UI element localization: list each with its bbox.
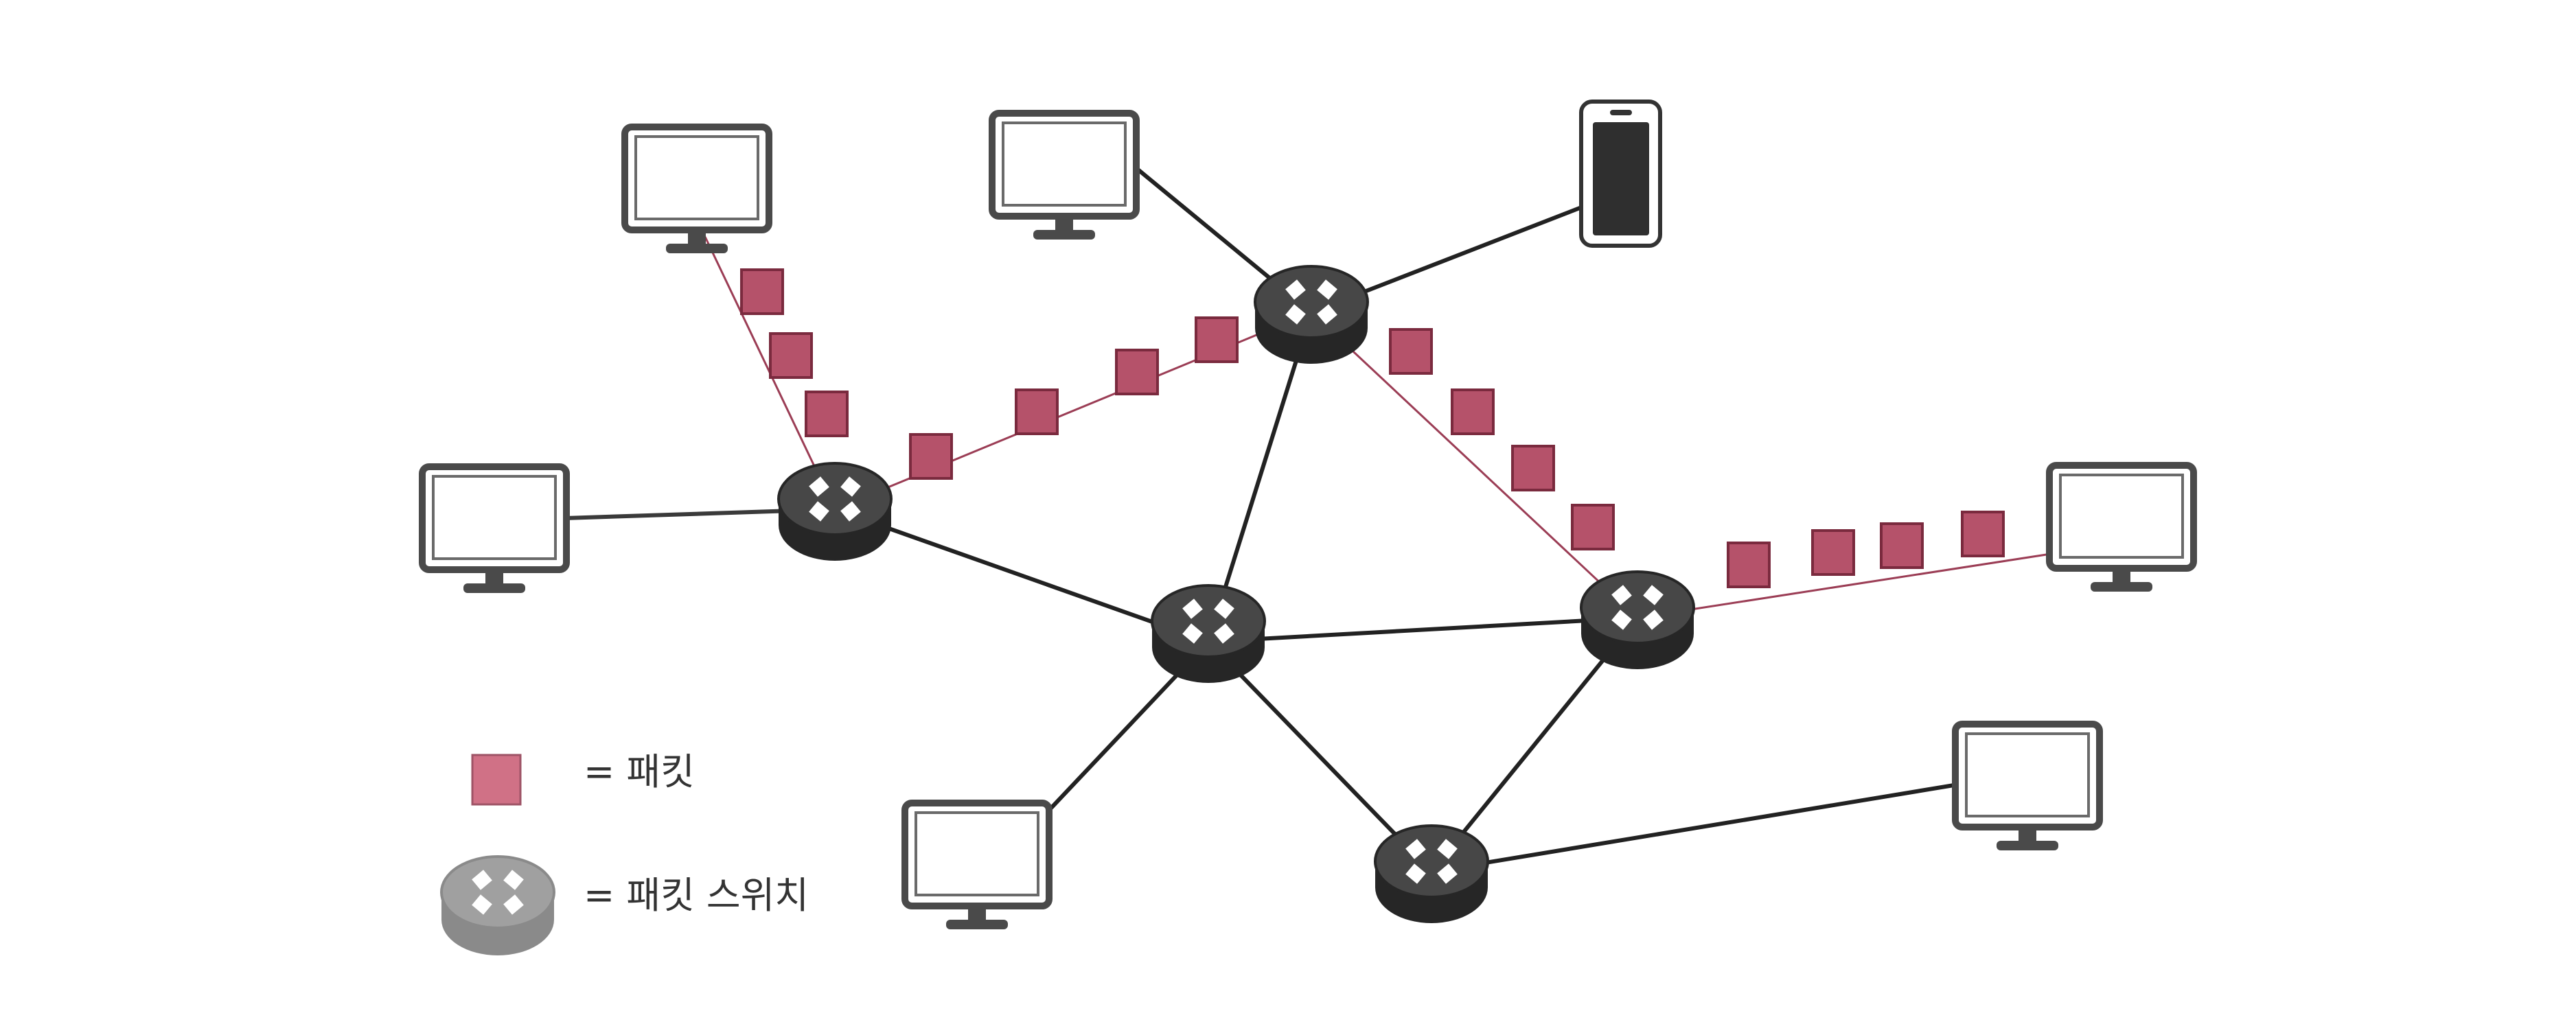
- phone-1: [1579, 100, 1662, 248]
- packet-icon: [1195, 316, 1239, 363]
- link: [833, 507, 1210, 644]
- packets: [740, 268, 2005, 588]
- legend-packet-icon: [471, 754, 522, 806]
- switch-e: [1374, 824, 1489, 925]
- packet-switch-icon: [1151, 584, 1266, 684]
- packet-icon: [769, 332, 813, 379]
- packet-icon: [1727, 542, 1771, 588]
- packet-switch-icon: [1374, 824, 1489, 925]
- packet-icon: [1115, 349, 1159, 395]
- packet-icon: [1880, 522, 1924, 569]
- packet-icon: [1961, 511, 2005, 557]
- monitor-6: [905, 803, 1049, 929]
- packet-icon: [1451, 388, 1495, 435]
- packet-icon: [1571, 504, 1615, 550]
- packet-icon: [740, 268, 784, 315]
- monitor-icon: [1955, 724, 2100, 850]
- monitor-icon: [905, 803, 1049, 929]
- packet-switch-icon: [1580, 570, 1695, 671]
- legend-packet-label: = 패킷: [584, 750, 695, 793]
- monitor-icon: [422, 467, 566, 593]
- packet-switch-icon: [1254, 265, 1369, 365]
- monitor-4: [2049, 465, 2194, 592]
- switch-c: [1151, 584, 1266, 684]
- link: [1208, 616, 1638, 644]
- packet-icon: [1015, 388, 1059, 435]
- packet-icon: [1389, 328, 1433, 375]
- legend-switch-icon: [440, 855, 555, 955]
- packet-icon: [1511, 445, 1555, 491]
- packet-path-link: [1637, 551, 2060, 619]
- legend-switch-label: = 패킷 스위치: [584, 874, 809, 917]
- monitor-1: [625, 127, 769, 253]
- packet-path-link: [1310, 311, 1639, 619]
- monitor-2: [992, 113, 1136, 240]
- packet-icon: [909, 433, 953, 480]
- packet-icon: [1811, 529, 1855, 576]
- packet-icon: [805, 391, 849, 437]
- packet-switch-icon: [777, 462, 893, 562]
- packet-path-link: [834, 311, 1312, 511]
- monitor-3: [422, 467, 566, 593]
- monitor-icon: [625, 127, 769, 253]
- monitor-5: [1955, 724, 2100, 850]
- smartphone-icon: [1579, 100, 1662, 248]
- legend: [440, 754, 555, 955]
- switch-d: [1580, 570, 1695, 671]
- link: [1431, 780, 1971, 874]
- monitor-icon: [2049, 465, 2194, 592]
- monitor-icon: [992, 113, 1136, 240]
- switch-b: [1254, 265, 1369, 365]
- switch-a: [777, 462, 893, 562]
